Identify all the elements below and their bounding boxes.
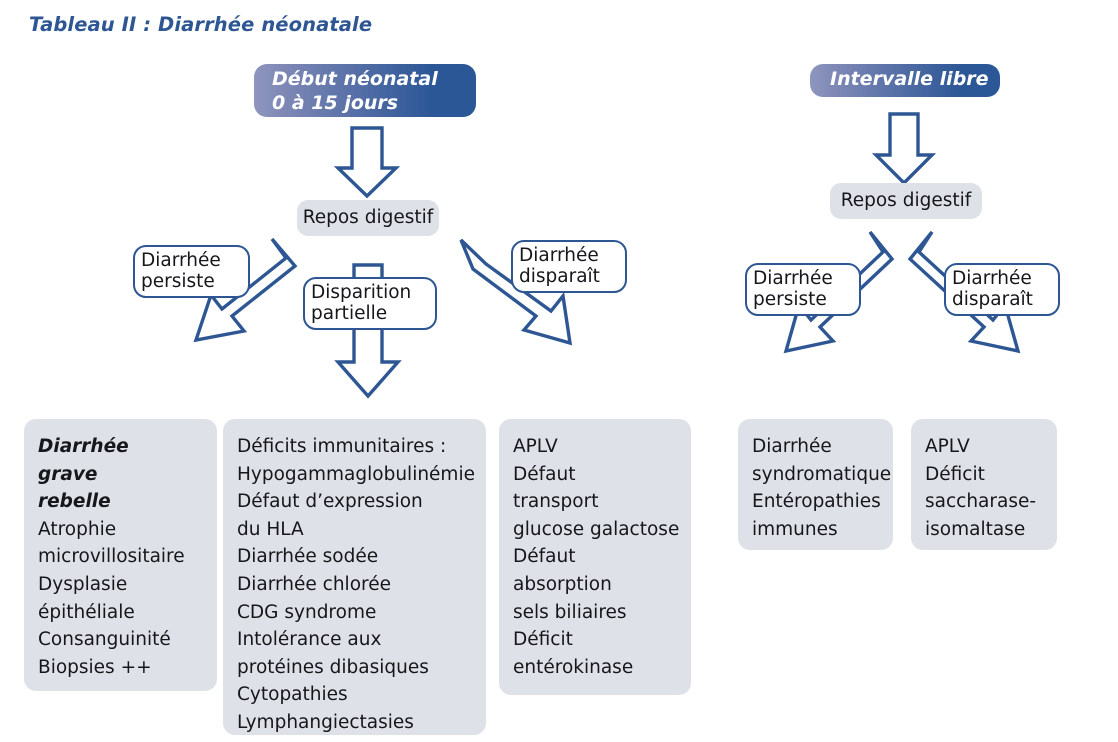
- panel-line: du HLA: [237, 518, 304, 540]
- left-label-persists-line1: Diarrhée: [141, 249, 221, 271]
- panel-line: APLV: [925, 436, 970, 457]
- left-label-persists-line2: persiste: [141, 271, 215, 292]
- left-label-disappears-line2: disparaît: [519, 266, 600, 287]
- panel-line: Déficit: [513, 629, 573, 651]
- panel-line: épithéliale: [38, 601, 135, 623]
- panel-line: immunes: [752, 518, 838, 540]
- arrow-left-header-to-node: [333, 126, 401, 199]
- panel-line: syndromatique: [752, 463, 892, 485]
- panel-line: Diarrhée: [752, 436, 832, 457]
- panel-line: Dysplasie: [38, 573, 128, 595]
- panel-line: grave: [38, 463, 98, 485]
- page-title: Tableau II : Diarrhée néonatale: [29, 13, 373, 36]
- panel-line: rebelle: [38, 491, 111, 513]
- left-label-persists: Diarrhée persiste: [133, 245, 250, 298]
- right-header-pill: Intervalle libre: [810, 64, 1000, 97]
- panel-line: sels biliaires: [513, 601, 627, 623]
- panel-line: Défaut d’expression: [237, 491, 423, 513]
- panel-line: Diarrhée chlorée: [237, 573, 391, 595]
- panel-line: Diarrhée: [38, 436, 129, 457]
- panel-line: Déficits immunitaires :: [237, 436, 447, 457]
- right-label-disappears-line2: disparaît: [952, 289, 1033, 310]
- panel-line: Consanguinité: [38, 629, 171, 651]
- panel-line: Cytopathies: [237, 684, 348, 706]
- arrow-right-header-to-node: [871, 112, 937, 186]
- left-label-disappears-line1: Diarrhée: [519, 244, 599, 266]
- left-header-line1: Début néonatal: [272, 68, 438, 90]
- left-node-label: Repos digestif: [302, 207, 434, 228]
- panel-line: Lymphangiectasies: [237, 711, 414, 733]
- left-label-disappears: Diarrhée disparaît: [511, 240, 627, 293]
- panel-line: Diarrhée sodée: [237, 546, 379, 568]
- panel-line: Entéropathies: [752, 491, 881, 513]
- panel-line: absorption: [513, 573, 612, 595]
- panel-line: Biopsies ++: [38, 656, 152, 678]
- left-label-partial: Disparition partielle: [303, 277, 437, 330]
- right-label-persists-line2: persiste: [753, 289, 827, 310]
- panel-line: Atrophie: [38, 518, 117, 540]
- panel-line: Défaut: [513, 463, 576, 485]
- right-label-disappears: Diarrhée disparaît: [944, 263, 1060, 316]
- panel-line: CDG syndrome: [237, 601, 377, 623]
- right-label-persists: Diarrhée persiste: [745, 263, 861, 316]
- left-node-repos-digestif: Repos digestif: [297, 200, 439, 236]
- immune-deficiencies: Déficits immunitaires : Hypogammaglobulin…: [223, 419, 486, 735]
- panel-line: APLV: [513, 436, 558, 457]
- panel-line: microvillositaire: [38, 546, 185, 568]
- right-header-line1: Intervalle libre: [830, 68, 989, 90]
- panel-line: glucose galactose: [513, 518, 680, 540]
- panel-line: transport: [513, 491, 599, 513]
- panel-line: isomaltase: [925, 518, 1026, 540]
- left-label-partial-line1: Disparition: [311, 281, 412, 303]
- panel-line: Intolérance aux: [237, 629, 382, 651]
- panel-line: Hypogammaglobulinémie: [237, 463, 475, 485]
- right-node-repos-digestif: Repos digestif: [830, 183, 982, 219]
- right-label-disappears-line1: Diarrhée: [952, 267, 1032, 289]
- left-header-line2: 0 à 15 jours: [272, 92, 399, 114]
- panel-line: Défaut: [513, 546, 576, 568]
- right-node-label: Repos digestif: [840, 190, 972, 211]
- panel-line: entérokinase: [513, 656, 634, 678]
- panel-line: Déficit: [925, 463, 985, 485]
- right-label-persists-line1: Diarrhée: [753, 267, 833, 289]
- left-header-pill: Début néonatal 0 à 15 jours: [254, 64, 476, 117]
- sucrase-isomaltase-deficiency: APLV Déficit saccharase-isomaltase: [911, 419, 1057, 550]
- panel-line: saccharase-: [925, 491, 1037, 513]
- panel-line: protéines dibasiques: [237, 656, 429, 678]
- left-label-partial-line2: partielle: [311, 303, 388, 324]
